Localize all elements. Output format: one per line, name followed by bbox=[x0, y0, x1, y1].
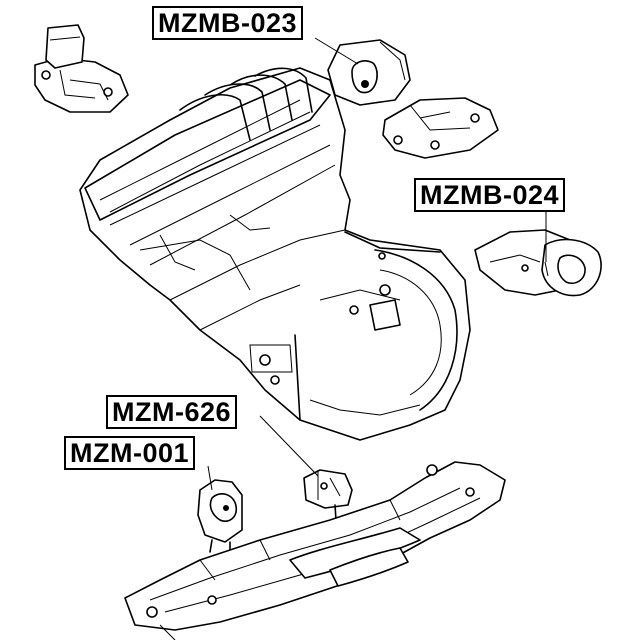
part-label-mzmb-023: MZMB-023 bbox=[152, 6, 304, 40]
part-label-mzm-001: MZM-001 bbox=[64, 436, 196, 470]
mzmb-023-mount-part bbox=[327, 39, 411, 106]
leader-line-mzm-001 bbox=[207, 465, 213, 491]
subframe-crossmember bbox=[124, 461, 506, 640]
mzm-001-mount-part bbox=[197, 479, 243, 555]
top-left-mount-part bbox=[34, 24, 129, 113]
mzmb-023-bracket-part bbox=[382, 97, 499, 159]
engine-assembly bbox=[79, 67, 471, 441]
leader-line-mzmb-023 bbox=[314, 37, 359, 65]
mzmb-024-mount-part bbox=[474, 229, 602, 297]
part-label-mzmb-024: MZMB-024 bbox=[414, 178, 566, 212]
part-label-mzm-626: MZM-626 bbox=[106, 395, 238, 429]
mzm-626-mount-part bbox=[303, 469, 353, 521]
leader-line-mzm-626 bbox=[259, 415, 319, 477]
